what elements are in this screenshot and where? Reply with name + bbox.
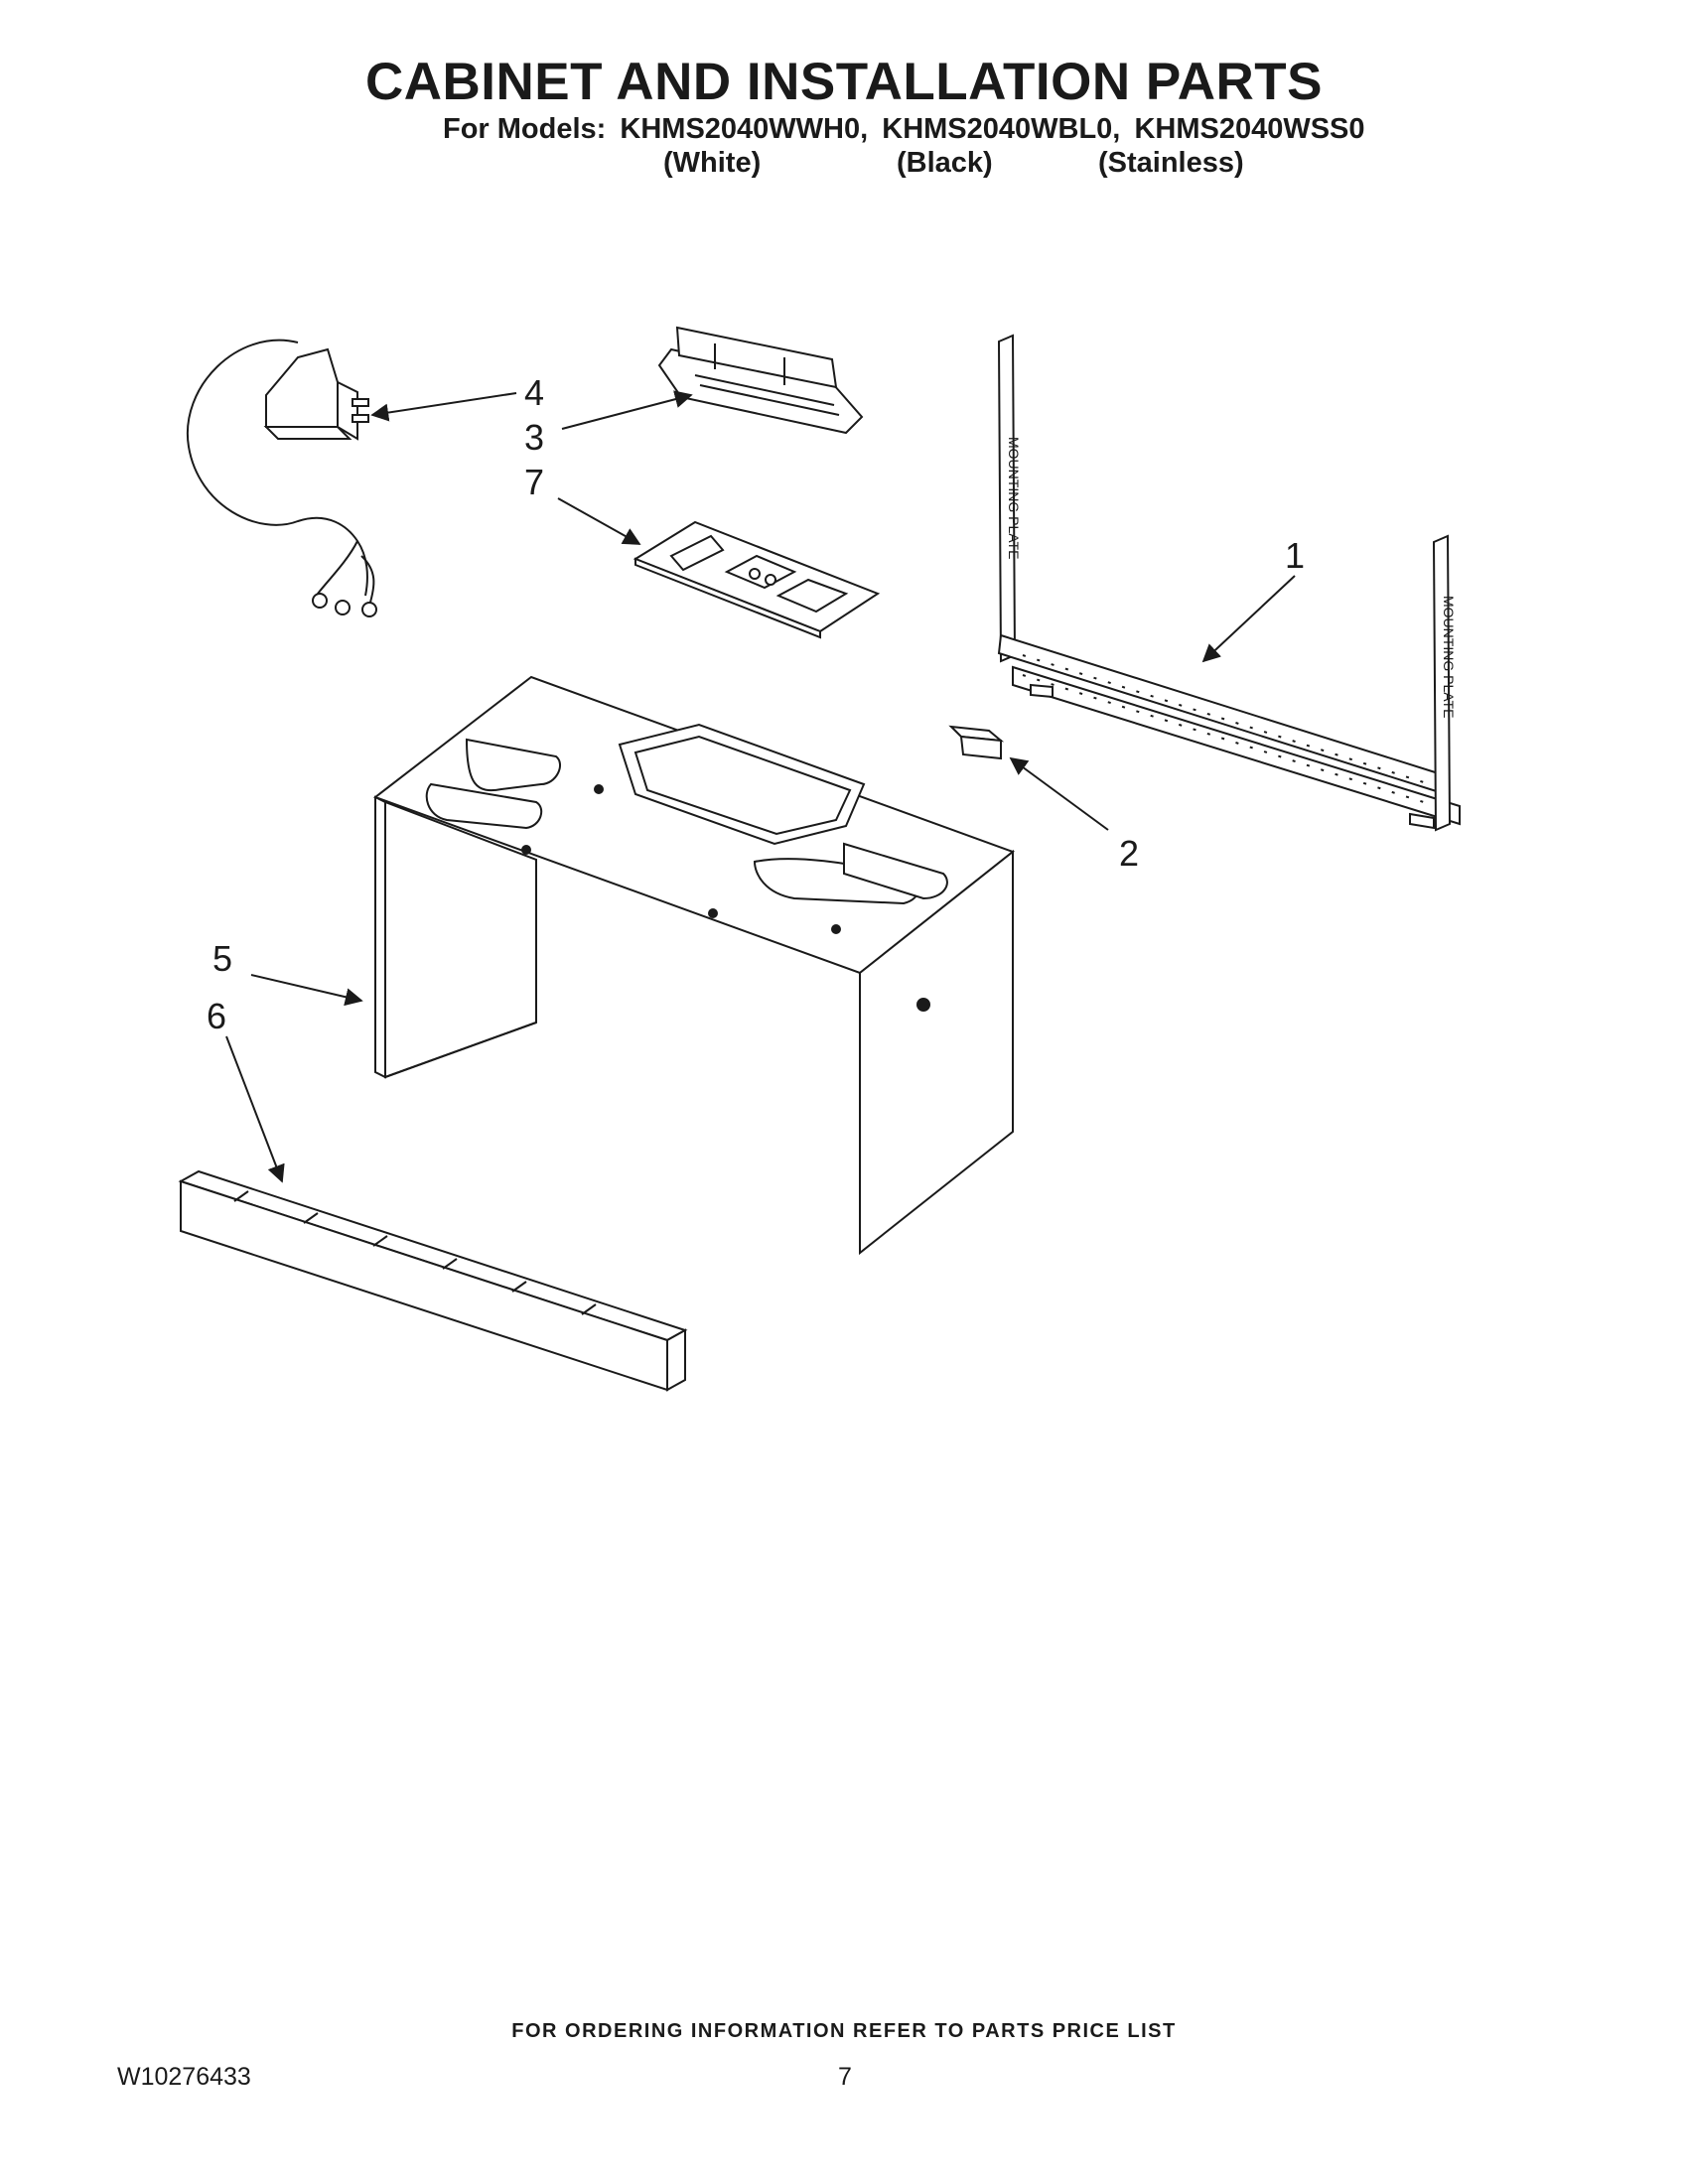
callout-3: 3 (524, 417, 544, 458)
page-number: 7 (838, 2063, 852, 2091)
model-color: (Stainless) (1098, 147, 1244, 179)
callout-6: 6 (207, 996, 226, 1036)
callout-4: 4 (524, 372, 544, 413)
bottom-vent-part (178, 1169, 688, 1392)
model-line: For Models: KHMS2040WWH0, KHMS2040WBL0, … (443, 113, 1371, 146)
page-title: CABINET AND INSTALLATION PARTS (364, 53, 1324, 111)
callout-5: 5 (212, 938, 232, 979)
bracket-label: MOUNTING PLATE (1006, 437, 1022, 559)
leader-arrows (225, 390, 1296, 1183)
control-plate-part (633, 520, 881, 639)
bracket-label: MOUNTING PLATE (1441, 596, 1457, 718)
mounting-plate-part: MOUNTING PLATE MOUNTING PLATE (997, 334, 1461, 832)
model-number: KHMS2040WWH0, (620, 113, 869, 145)
document-number: W10276433 (117, 2063, 251, 2091)
callout-1: 1 (1285, 535, 1305, 576)
ordering-note: FOR ORDERING INFORMATION REFER TO PARTS … (511, 2020, 1177, 2042)
cabinet-wrapper-part (372, 675, 1016, 1256)
callout-2: 2 (1119, 833, 1139, 874)
vent-grille-part (657, 326, 864, 435)
models-label: For Models: (443, 113, 607, 145)
model-number: KHMS2040WSS0 (1134, 113, 1365, 145)
clip-part (948, 725, 1005, 760)
callout-7: 7 (524, 462, 544, 502)
power-cord-part (186, 339, 377, 617)
model-color: (Black) (897, 147, 993, 179)
model-color: (White) (663, 147, 762, 179)
model-number: KHMS2040WBL0, (882, 113, 1121, 145)
